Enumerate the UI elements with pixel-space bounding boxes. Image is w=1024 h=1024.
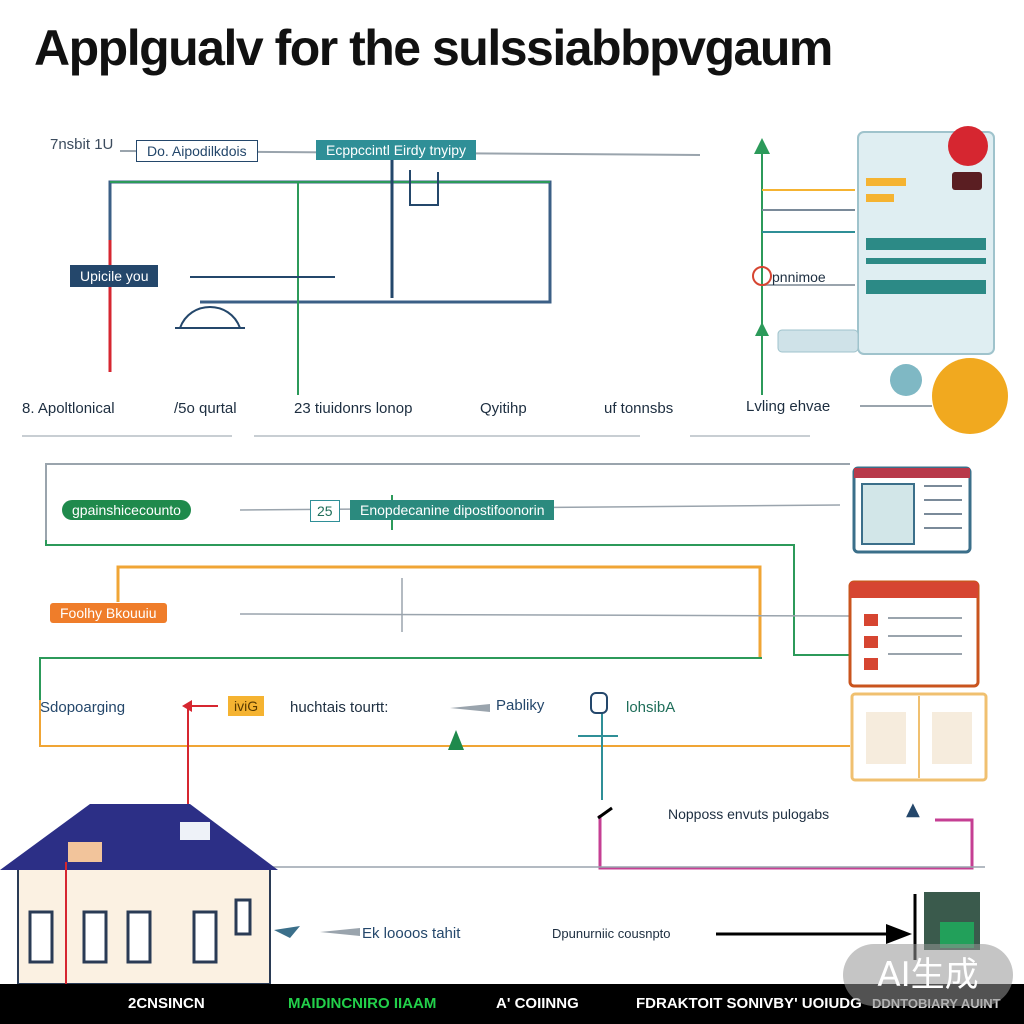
left-tag: Upicile you [70, 265, 159, 287]
black-arrowhead [886, 924, 912, 944]
house-skylight-shape [180, 822, 210, 840]
orange-circle-shape [932, 358, 1008, 434]
gray-arrowhead [450, 704, 490, 712]
arrow-up-1 [754, 138, 770, 154]
house-roof-shape [0, 804, 278, 870]
calendar-2-mark-2 [864, 636, 878, 648]
middle-item-4: Qyitihp [480, 400, 527, 417]
bracket-shape [409, 170, 439, 206]
top-box-left: Do. Aipodilkdois [136, 140, 258, 162]
house-chimney-shape [68, 842, 102, 862]
footer-item-1: 2CNSINCN [128, 995, 205, 1012]
orange-tag: Foolhy Bkouuiu [50, 603, 167, 623]
house-window-3 [126, 910, 152, 964]
bottom-item-2: Dpunurniic cousnpto [552, 926, 671, 941]
middle-item-5: uf tonnsbs [604, 400, 674, 417]
circle-bullet-icon [752, 266, 772, 286]
right-label: pnnimoe [772, 269, 826, 285]
calendar-1-grid [861, 483, 915, 545]
footer-item-3: A' COIINNG [496, 995, 579, 1012]
orange-loop [116, 565, 762, 657]
green-lower-loop [39, 657, 762, 700]
magenta-loop [598, 815, 974, 870]
arrow-up-2 [755, 322, 769, 336]
calendar-2-mark-1 [864, 614, 878, 626]
middle-item-3: 23 tiuidonrs lonop [294, 400, 413, 417]
blue-bird-shape [274, 926, 300, 938]
orange-row-connector [239, 613, 851, 617]
lower-item-4: Pabliky [496, 697, 545, 714]
double-panel-fill-2 [932, 712, 972, 764]
right-lower-label: Nopposs envuts pulogabs [668, 806, 830, 822]
bottom-item-1: Ek loooos tahit [362, 925, 461, 942]
app-bar-teal-2 [866, 258, 986, 264]
app-stand-shape [777, 329, 859, 353]
green-arrow-up [448, 730, 464, 750]
yellow-lower-loop [39, 700, 850, 747]
app-bar-teal-1 [866, 238, 986, 250]
small-photo-accent [940, 922, 974, 948]
calendar-1-header [854, 468, 970, 478]
lower-item-1: Sdopoarging [40, 699, 126, 716]
house-window-4 [192, 910, 218, 964]
green-loop [45, 540, 850, 656]
red-circle-shape [948, 126, 988, 166]
triangle-icon: ▲ [906, 799, 920, 820]
house-window-5 [234, 898, 252, 936]
app-block-yellow2 [866, 194, 894, 202]
green-row-text: Enopdecanine dipostifoonorin [350, 500, 555, 520]
footer-item-4: FDRAKTOIT SONIVBY' UOIUDG [636, 995, 862, 1012]
house-window-1 [28, 910, 54, 964]
black-hook [597, 806, 613, 820]
lower-item-3: huchtais tourtt: [290, 699, 389, 716]
house-window-2 [82, 910, 108, 964]
top-left-label: 7nsbit 1U [50, 136, 114, 153]
middle-item-6: Lvling ehvae [746, 398, 831, 415]
badge-icon [590, 692, 608, 714]
lower-item-2: iviG [228, 696, 265, 716]
calendar-2-mark-3 [864, 658, 878, 670]
app-block-dark [952, 172, 982, 190]
page-title: Applgualv for the sulssiabbpvgaum [34, 20, 833, 76]
top-box-right: Ecppccintl Eirdy tnyipy [316, 140, 477, 160]
gray-loop [45, 463, 850, 545]
arch-shape [178, 306, 242, 329]
green-row-number: 25 [310, 500, 340, 522]
middle-item-2: /5o qurtal [174, 400, 237, 417]
footer-item-2: MAIDINCNIRO IIAAM [288, 995, 437, 1012]
green-row-tag: gpainshicecounto [62, 500, 191, 520]
calendar-2-header [850, 582, 978, 598]
lower-item-5: lohsibA [626, 699, 676, 716]
double-panel-fill-1 [866, 712, 906, 764]
watermark-badge: AI生成 [843, 944, 1013, 1006]
app-bar-teal-3 [866, 280, 986, 294]
gray-arrowhead-2 [320, 928, 360, 936]
app-block-yellow [866, 178, 906, 186]
teal-ball-shape [890, 364, 922, 396]
middle-item-1: 8. Apoltlonical [22, 400, 115, 417]
